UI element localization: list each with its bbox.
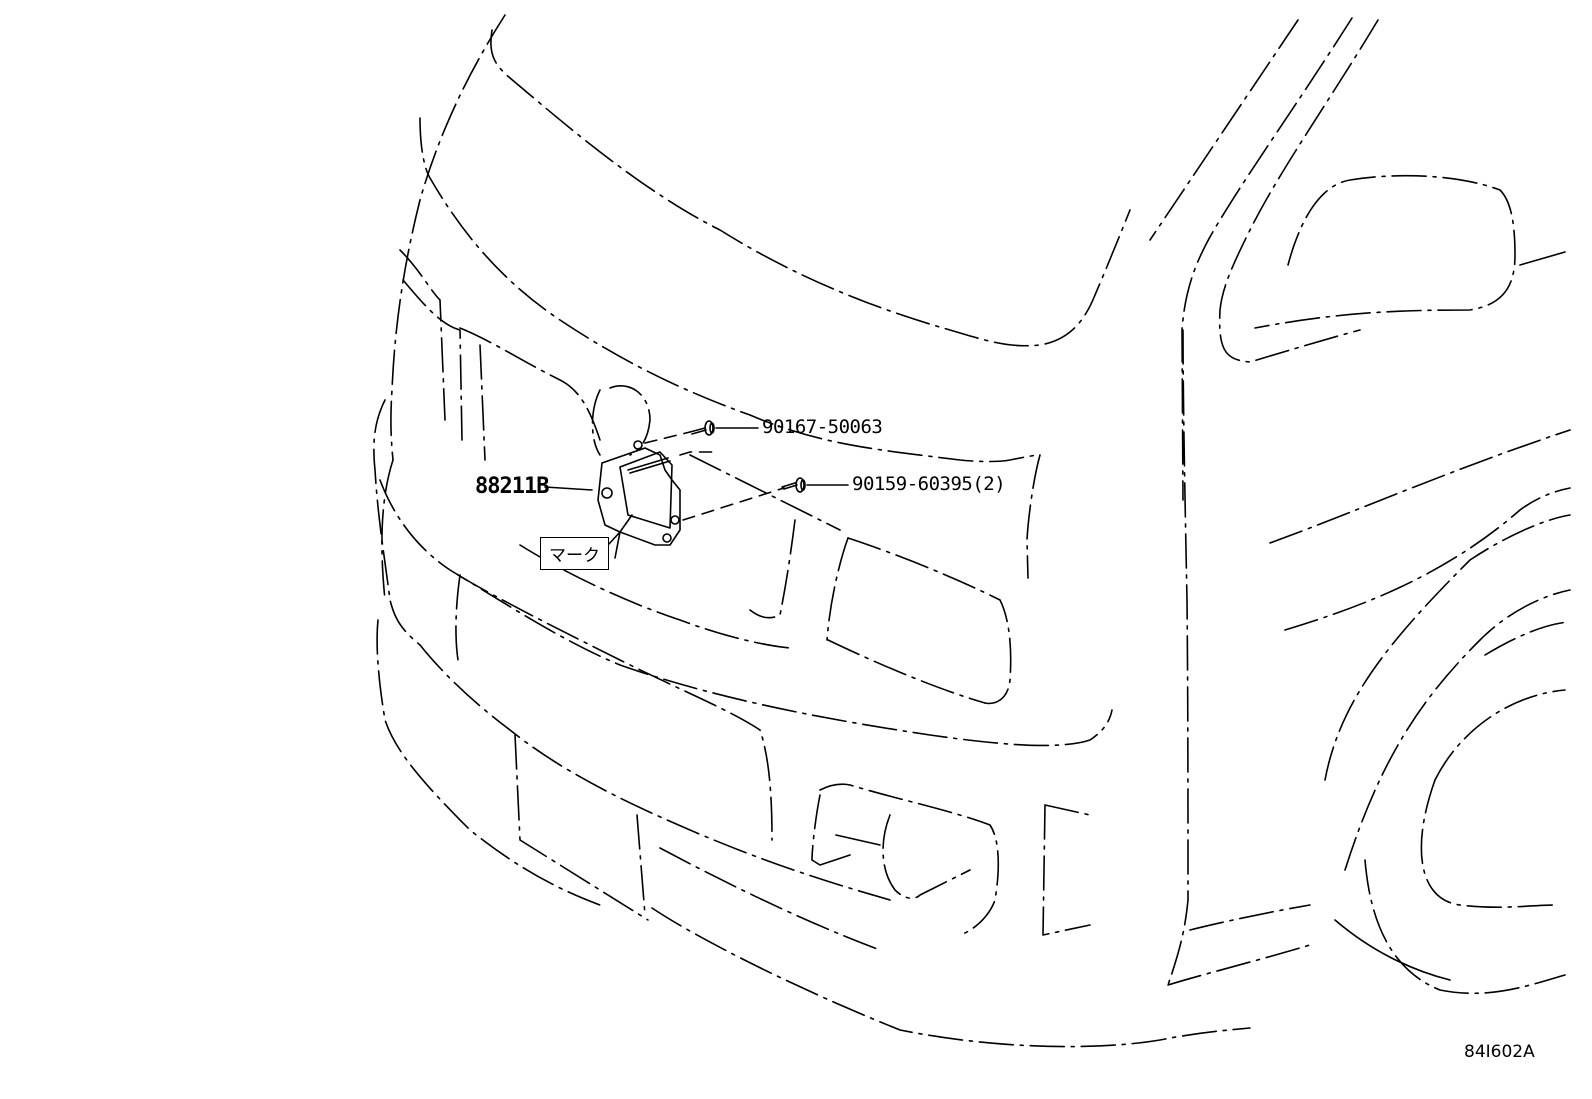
sensor-assembly-icon[interactable] (597, 440, 681, 546)
mark-label: マーク (549, 546, 600, 566)
mark-label-box: マーク (540, 537, 609, 570)
body-outline (381, 14, 1571, 986)
bumper-outline (373, 399, 1311, 1048)
leader-lines (544, 427, 849, 559)
lower-bolt-icon[interactable] (781, 477, 806, 493)
callout-90167-50063[interactable]: 90167-50063 (762, 416, 883, 438)
upper-bolt-icon[interactable] (689, 420, 715, 436)
reference-code: 84I602A (1464, 1042, 1535, 1062)
callout-88211B[interactable]: 88211B (475, 474, 549, 499)
callout-90159-60395[interactable]: 90159-60395(2) (852, 473, 1006, 495)
wheel-arch (1324, 514, 1571, 995)
